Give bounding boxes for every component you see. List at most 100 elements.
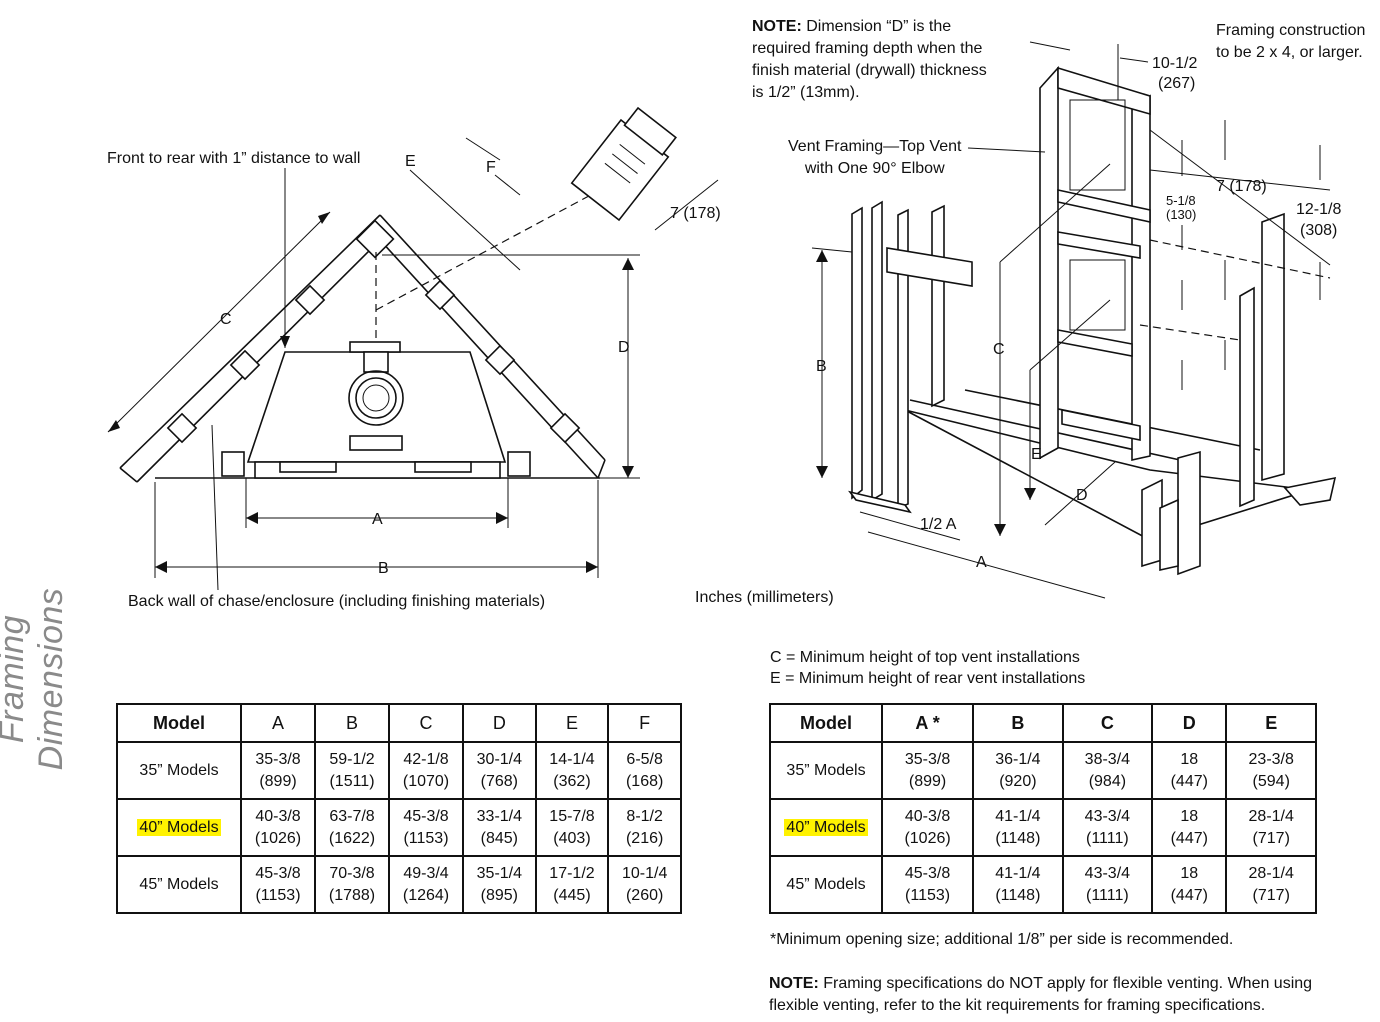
cell: 63-7/8 (1622) [314,798,390,857]
cell-value: 40-3/8 [904,807,951,825]
iso-dim-d: D [1076,487,1088,504]
cell: 8-1/2(216) [607,798,682,857]
cell-value: 28-1/4 [1248,807,1294,825]
header-model: Model [116,703,242,743]
cell: 35-3/8(899) [880,741,975,800]
cell: 41-1/4(1148) [972,798,1064,857]
fireplace-unit [246,341,507,479]
cell-value: (403) [553,829,591,847]
iso-dim-c: C [993,341,1005,358]
cell-value: (768) [480,772,518,790]
cell-value: (1622) [328,829,376,847]
row-model: 45” Models [769,855,883,914]
dim-12-1-8: 12-1/8 [1296,201,1341,218]
dim-c-label: C [220,311,232,328]
cell-value: 70-3/8 [329,864,375,882]
cell: 45-3/8(1153) [880,855,975,914]
cell-value: (1788) [328,886,376,904]
depth-note-line-1: Dimension “D” is the [801,18,952,35]
cell: 23-3/8(594) [1225,741,1317,800]
cell-value: 42-1/8 [403,750,449,768]
dim-e-label: E [405,153,416,170]
dim-7-178: 7 (178) [1216,178,1267,195]
cell-value: (362) [553,772,591,790]
table-row: 35” Models 35-3/8(899) 59-1/2(1511) 42-1… [116,741,682,800]
cell: 18(447) [1151,855,1228,914]
cell-value: (260) [625,886,664,904]
framing-note-line-2: to be 2 x 4, or larger. [1216,44,1363,61]
cell-value: (1153) [255,886,301,904]
cell: 17-1/2(445) [534,855,610,914]
cell-value: 18 [1180,864,1199,882]
dim-b-label: B [378,560,389,577]
depth-note-line-4: is 1/2” (13mm). [752,84,860,101]
cell-value: (1153) [905,886,951,904]
cell: 40-3/8 (1026) [240,798,316,857]
dim-d-label: D [618,339,630,356]
cell: 70-3/8 (1788) [314,855,390,914]
header-a: A [240,703,316,743]
cell-value: 35-1/4 [476,864,523,882]
cell: 35-1/4 (895) [462,855,537,914]
header-e: E [534,703,610,743]
cell: 59-1/2 (1511) [314,741,390,800]
cell: 43-3/4(1111) [1061,855,1154,914]
header-b: B [314,703,390,743]
cell-value: (447) [1170,772,1208,790]
header-e: E [1225,703,1317,743]
cell: 15-7/8(403) [534,798,610,857]
cell: 18(447) [1151,798,1228,857]
vent-framing-line-1: Vent Framing—Top Vent [788,138,962,155]
cell-value: (1511) [329,772,375,790]
bottom-note-line-1: Framing specifications do NOT apply for … [818,975,1313,992]
header-model: Model [769,703,883,743]
dim-vent-label: 7 (178) [670,205,721,222]
row-model: 40” Models [116,798,242,857]
cell: 33-1/4(845) [462,798,537,857]
cell-value: 45-3/8 [403,807,449,825]
header-c: C [1061,703,1154,743]
cell-value: (1070) [402,772,450,790]
cell: 45-3/8(1153) [240,855,316,914]
framing-note-line-1: Framing construction [1216,22,1366,39]
cell-value: (1026) [254,829,302,847]
cell-value: (168) [625,772,664,790]
header-d: D [1151,703,1228,743]
cell-value: 43-3/4 [1084,807,1131,825]
cell: 30-1/4(768) [462,741,537,800]
cell: 36-1/4(920) [972,741,1064,800]
cell-value: 38-3/4 [1084,750,1131,768]
corner-framing-table: Model A B C D E F 35” Models 35-3/8(899)… [116,703,682,914]
cell-value: (895) [480,886,518,904]
cell-value: 6-5/8 [626,750,663,768]
legend-e: E = Minimum height of rear vent installa… [770,670,1086,687]
cell-value: 63-7/8 [329,807,375,825]
cell-value: 59-1/2 [329,750,375,768]
vent-framing-line-2: with One 90° Elbow [804,160,945,177]
cell-value: (899) [259,772,297,790]
cell-value: (1153) [403,829,449,847]
cell: 41-1/4(1148) [972,855,1064,914]
cell-value: 35-3/8 [255,750,301,768]
row-model: 40” Models [769,798,883,857]
cell-value: 36-1/4 [995,750,1041,768]
cell: 10-1/4 (260) [607,855,682,914]
highlighted-model: 40” Models [137,818,221,836]
callout-back-wall: Back wall of chase/enclosure (including … [128,593,546,610]
header-c: C [388,703,464,743]
cell: 43-3/4(1111) [1061,798,1154,857]
cell-value: 40-3/8 [255,807,301,825]
iso-dim-half-a: 1/2 A [920,516,957,533]
dim-10-1-2-mm: (267) [1158,75,1195,92]
cell-value: 10-1/4 [621,864,668,882]
cell-value: (594) [1252,772,1290,790]
dim-5-1-8-mm: (130) [1166,207,1196,222]
table-header-row: Model A B C D E F [116,703,682,743]
header-b: B [972,703,1064,743]
cell: 38-3/4(984) [1061,741,1154,800]
dim-10-1-2: 10-1/2 [1152,55,1197,72]
dim-a-label: A [372,511,383,528]
table-row: 35” Models 35-3/8(899) 36-1/4(920) 38-3/… [769,741,1317,800]
cell-value: (1026) [904,829,951,847]
